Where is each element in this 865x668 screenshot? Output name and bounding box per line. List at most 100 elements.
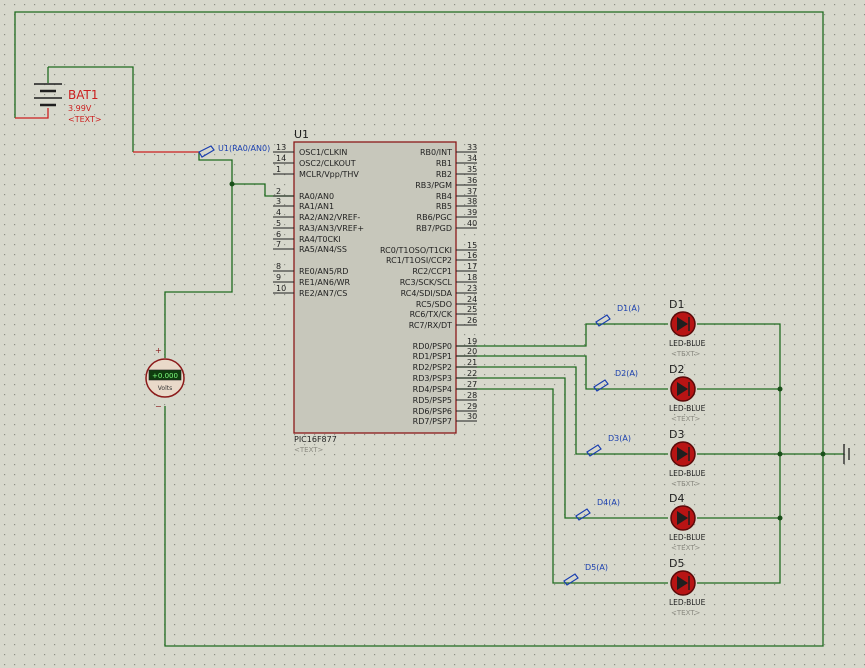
mcu-right-pins: 33RB0/INT34RB135RB236RB3/PGM37RB438RB539… [380, 143, 477, 426]
pin-name: RD0/PSP0 [413, 342, 452, 351]
pin-number: 38 [467, 197, 477, 206]
pin-number: 4 [276, 208, 281, 217]
battery-bat1[interactable]: BAT1 3.99V <TEXT> [34, 67, 102, 124]
probe-d5[interactable]: D5(A) [563, 563, 608, 586]
voltmeter-display: +0.000 [152, 372, 178, 380]
led-type: LED-BLUE [669, 598, 706, 607]
pin-name: RC3/SCK/SCL [400, 278, 453, 287]
pin-name: RA0/AN0 [299, 192, 334, 201]
led-group: D1LED-BLUE<TEXT>D1(A)D2LED-BLUE<TEXT>D2(… [563, 298, 706, 617]
probe-label: D4(A) [597, 498, 620, 507]
battery-value: 3.99V [68, 104, 92, 113]
pin-name: RD7/PSP7 [413, 417, 452, 426]
pin-name: RD2/PSP2 [413, 363, 452, 372]
pin-name: RA4/T0CKI [299, 235, 341, 244]
pin-number: 7 [276, 240, 281, 249]
mcu-text-placeholder: <TEXT> [294, 446, 324, 454]
probe-u1-label: U1(RA0/AN0) [218, 144, 270, 153]
pin-name: MCLR/Vpp/THV [299, 170, 359, 179]
pin-name: RB6/PGC [417, 213, 453, 222]
led-ref: D4 [669, 492, 684, 505]
pin-name: RB0/INT [420, 148, 452, 157]
led-text-placeholder: <TEXT> [671, 609, 701, 617]
probe-d2[interactable]: D2(A) [593, 369, 638, 392]
pin-number: 29 [467, 402, 477, 411]
pin-name: RD5/PSP5 [413, 396, 452, 405]
pin-number: 15 [467, 241, 477, 250]
ground-symbol[interactable] [843, 444, 850, 464]
pin-name: RA5/AN4/SS [299, 245, 347, 254]
led-ref: D3 [669, 428, 684, 441]
junction-dots [229, 181, 826, 521]
pin-number: 18 [467, 273, 477, 282]
pin-name: RD4/PSP4 [413, 385, 452, 394]
pin-number: 8 [276, 262, 281, 271]
pin-name: RC6/TX/CK [410, 310, 453, 319]
mcu-u1[interactable]: U1 13OSC1/CLKIN14OSC2/CLKOUT1MCLR/Vpp/TH… [273, 128, 477, 454]
battery-text-placeholder: <TEXT> [68, 115, 102, 124]
probe-d3[interactable]: D3(A) [586, 434, 631, 457]
voltmeter[interactable]: +0.000 Volts + − [145, 346, 185, 411]
led-type: LED-BLUE [669, 339, 706, 348]
pin-number: 34 [467, 154, 477, 163]
pin-number: 25 [467, 305, 477, 314]
pin-number: 23 [467, 284, 477, 293]
pin-name: RB7/PGD [416, 224, 452, 233]
probe-u1[interactable]: U1(RA0/AN0) [198, 144, 270, 158]
probe-d1[interactable]: D1(A) [595, 304, 640, 327]
pin-number: 22 [467, 369, 477, 378]
voltmeter-plus: + [155, 346, 162, 355]
pin-number: 2 [276, 187, 281, 196]
pin-name: OSC2/CLKOUT [299, 159, 356, 168]
pin-name: RA2/AN2/VREF- [299, 213, 360, 222]
pin-number: 33 [467, 143, 477, 152]
pin-name: RB3/PGM [415, 181, 452, 190]
led-text-placeholder: <TEXT> [671, 350, 701, 358]
pin-name: RC0/T1OSO/T1CKI [380, 246, 452, 255]
mcu-ref: U1 [294, 128, 309, 141]
probe-d4[interactable]: D4(A) [575, 498, 620, 521]
